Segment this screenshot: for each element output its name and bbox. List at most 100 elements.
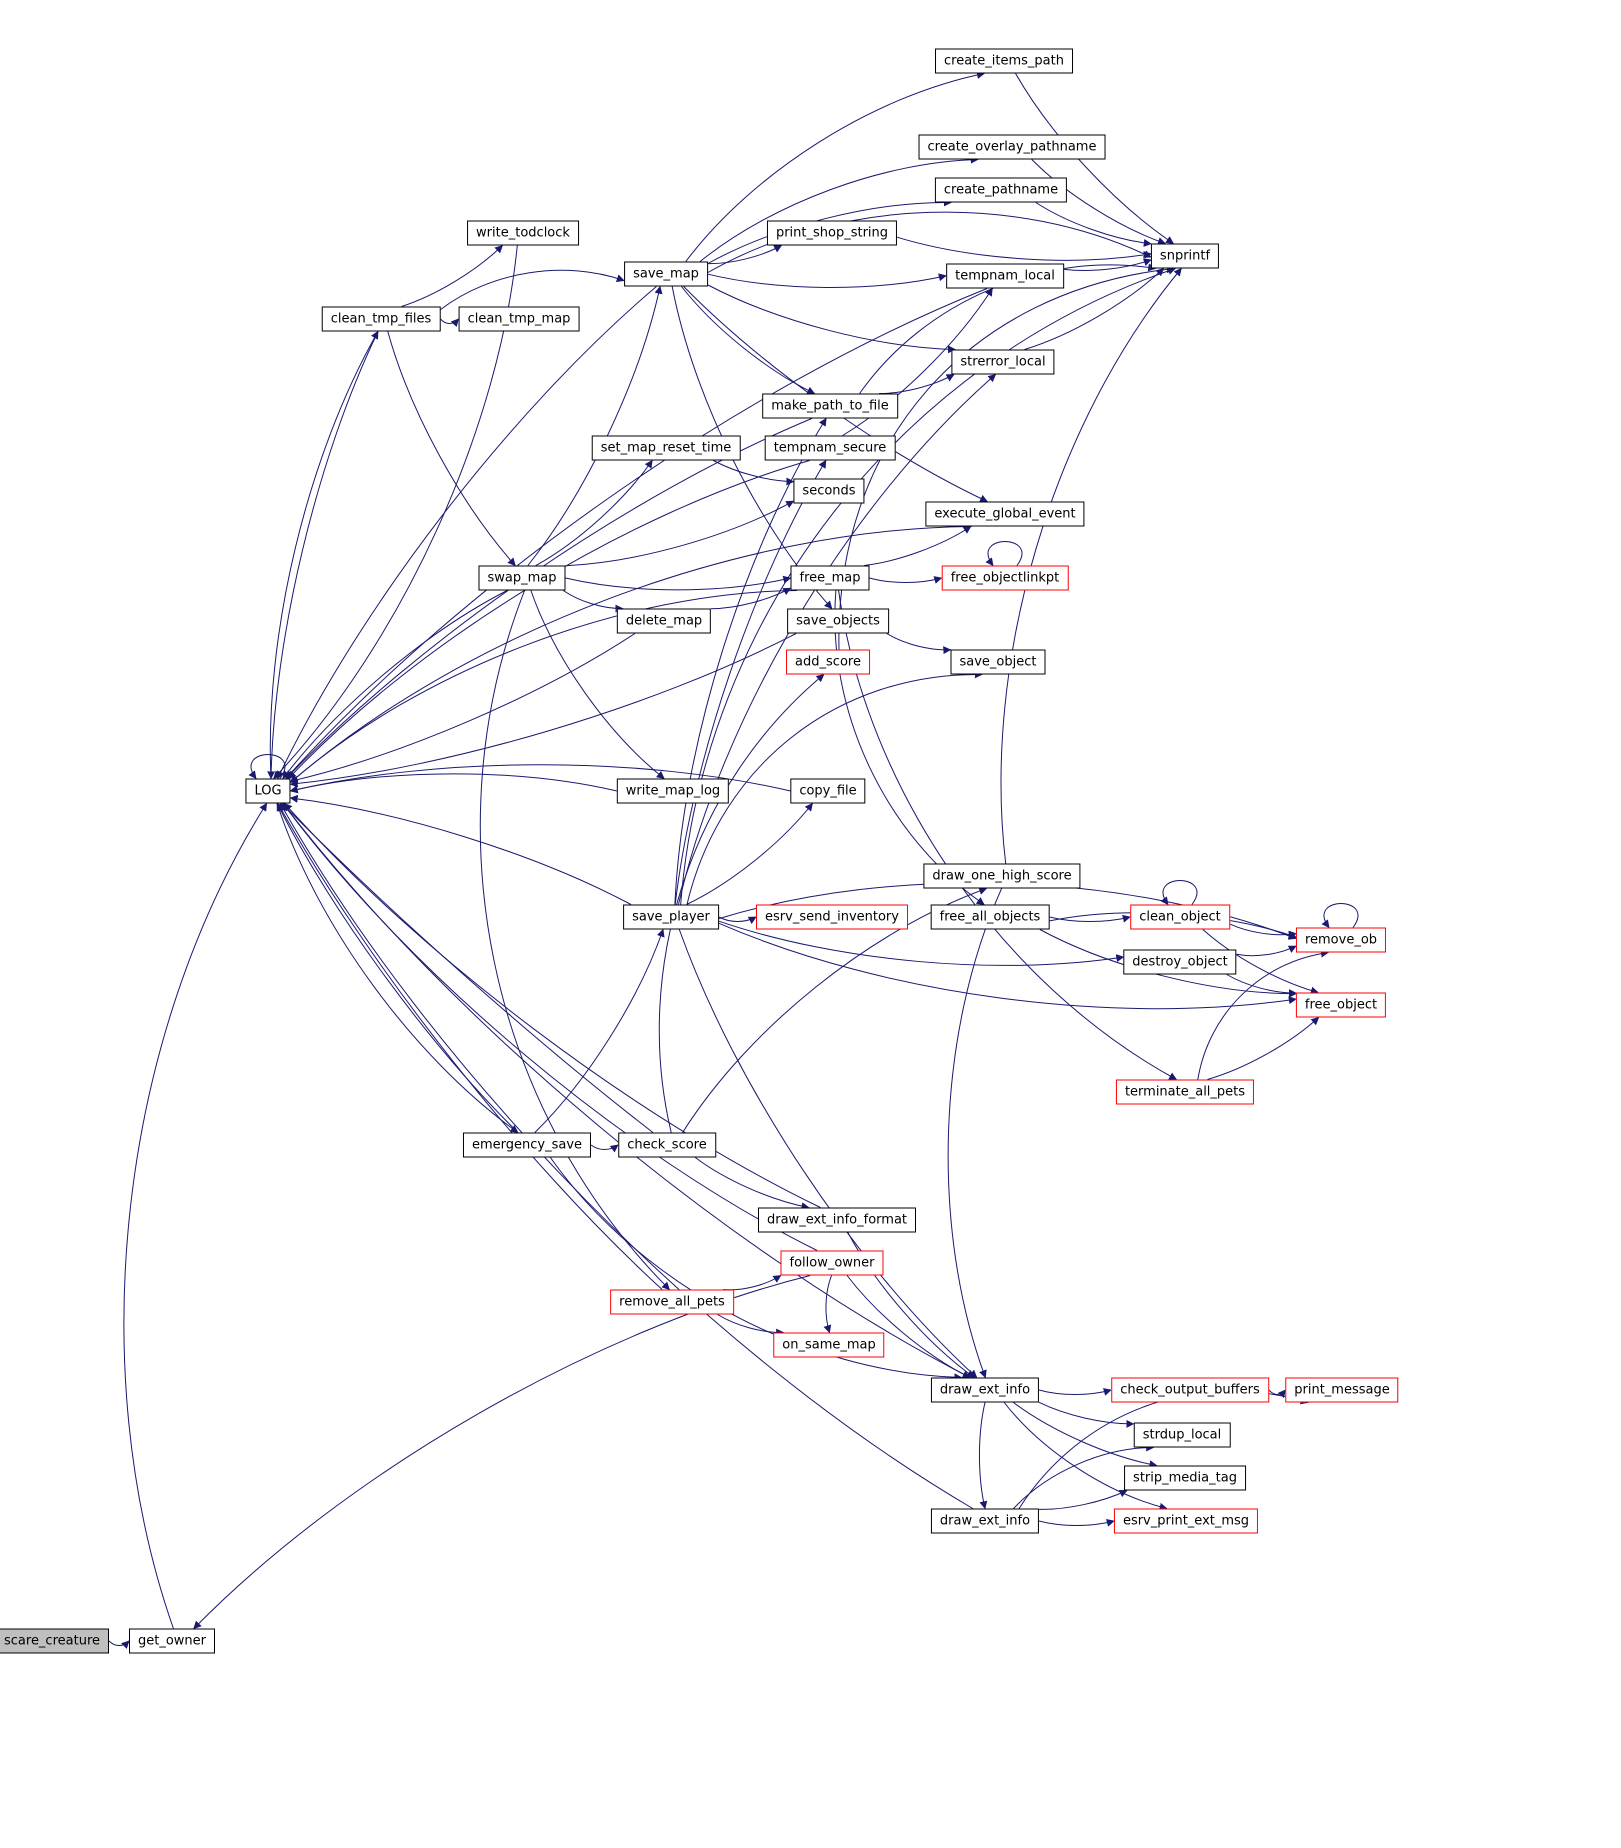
edge-swap_map-to-write_map_log xyxy=(530,590,665,779)
node-write_todclock[interactable]: write_todclock xyxy=(467,220,579,246)
edge-emergency_save-to-save_player xyxy=(534,928,665,1133)
edge-save_player-to-save_object xyxy=(686,670,983,905)
edge-clean_tmp_files-to-swap_map xyxy=(387,331,516,567)
edge-clean_tmp_files-to-save_map xyxy=(440,269,625,310)
edge-execute_global_event-to-LOG xyxy=(289,526,972,784)
edge-draw_ext_info_2-to-strip_media_tag xyxy=(1038,1489,1128,1510)
node-free_object[interactable]: free_object xyxy=(1295,992,1387,1018)
node-on_same_map[interactable]: on_same_map xyxy=(773,1332,885,1358)
edge-create_overlay_pathname-to-snprintf xyxy=(1031,159,1166,245)
node-save_objects[interactable]: save_objects xyxy=(787,608,889,634)
node-esrv_print_ext_msg[interactable]: esrv_print_ext_msg xyxy=(1113,1508,1259,1534)
edge-free_objectlinkpt-to-free_objectlinkpt xyxy=(985,541,1023,567)
edge-terminate_all_pets-to-remove_ob xyxy=(1197,949,1329,1080)
edge-draw_ext_info-to-strdup_local xyxy=(1038,1401,1135,1428)
node-execute_global_event[interactable]: execute_global_event xyxy=(925,501,1085,527)
node-destroy_object[interactable]: destroy_object xyxy=(1123,949,1237,975)
node-follow_owner[interactable]: follow_owner xyxy=(780,1250,884,1276)
node-create_pathname[interactable]: create_pathname xyxy=(934,177,1068,203)
node-remove_ob[interactable]: remove_ob xyxy=(1295,927,1387,953)
node-draw_one_high_score[interactable]: draw_one_high_score xyxy=(923,863,1081,889)
node-write_map_log[interactable]: write_map_log xyxy=(616,778,730,804)
node-LOG[interactable]: LOG xyxy=(245,778,291,804)
node-clean_object[interactable]: clean_object xyxy=(1130,904,1230,930)
edge-clean_object-to-remove_ob xyxy=(1229,923,1297,939)
node-check_score[interactable]: check_score xyxy=(618,1132,716,1158)
edge-save_map-to-strerror_local xyxy=(707,284,956,354)
edge-clean_object-to-free_object xyxy=(1202,929,1319,995)
node-add_score[interactable]: add_score xyxy=(786,649,870,675)
edge-clean_tmp_files-to-LOG xyxy=(267,331,379,780)
edge-LOG-to-emergency_save xyxy=(276,803,519,1133)
edge-save_player-to-copy_file xyxy=(686,802,813,905)
edge-write_map_log-to-LOG xyxy=(289,773,618,794)
edge-draw_ext_info-to-draw_ext_info_2 xyxy=(978,1402,988,1510)
edge-strerror_local-to-snprintf xyxy=(1024,267,1165,350)
node-print_message[interactable]: print_message xyxy=(1285,1377,1399,1403)
node-set_map_reset_time[interactable]: set_map_reset_time xyxy=(591,435,741,461)
edge-swap_map-to-delete_map xyxy=(563,590,624,613)
node-terminate_all_pets[interactable]: terminate_all_pets xyxy=(1115,1079,1255,1105)
edge-save_player-to-destroy_object xyxy=(718,920,1125,966)
node-create_overlay_pathname[interactable]: create_overlay_pathname xyxy=(918,134,1106,160)
edge-draw_ext_info-to-esrv_print_ext_msg xyxy=(1003,1402,1168,1511)
edge-remove_all_pets-to-LOG xyxy=(277,802,663,1290)
edge-draw_ext_info_format-to-LOG xyxy=(284,802,821,1208)
node-create_items_path[interactable]: create_items_path xyxy=(935,48,1073,74)
node-emergency_save[interactable]: emergency_save xyxy=(462,1132,592,1158)
node-delete_map[interactable]: delete_map xyxy=(616,608,712,634)
node-remove_all_pets[interactable]: remove_all_pets xyxy=(610,1289,734,1315)
edge-save_map-to-tempnam_local xyxy=(707,273,947,288)
edge-draw_one_high_score-to-snprintf xyxy=(1000,267,1182,864)
node-print_shop_string[interactable]: print_shop_string xyxy=(766,220,898,246)
edge-swap_map-to-LOG xyxy=(282,590,508,780)
node-tempnam_secure[interactable]: tempnam_secure xyxy=(764,435,896,461)
edge-follow_owner-to-on_same_map xyxy=(823,1275,832,1334)
edge-save_player-to-free_object xyxy=(718,922,1297,1010)
edge-emergency_save-to-LOG xyxy=(276,802,519,1133)
edge-swap_map-to-seconds xyxy=(565,500,795,567)
node-tempnam_local[interactable]: tempnam_local xyxy=(946,263,1064,289)
edge-draw_ext_info-to-LOG xyxy=(282,802,971,1378)
node-save_object[interactable]: save_object xyxy=(950,649,1046,675)
node-check_output_buffers[interactable]: check_output_buffers xyxy=(1111,1377,1269,1403)
node-strip_media_tag[interactable]: strip_media_tag xyxy=(1124,1465,1246,1491)
edge-create_items_path-to-snprintf xyxy=(1015,73,1175,244)
edge-free_all_objects-to-free_object xyxy=(1039,929,1297,998)
node-strerror_local[interactable]: strerror_local xyxy=(951,349,1055,375)
edge-remove_ob-to-remove_ob xyxy=(1321,903,1359,929)
node-swap_map[interactable]: swap_map xyxy=(478,565,566,591)
node-save_player[interactable]: save_player xyxy=(623,904,719,930)
node-draw_ext_info_2[interactable]: draw_ext_info xyxy=(930,1508,1040,1534)
node-draw_ext_info[interactable]: draw_ext_info xyxy=(930,1377,1040,1403)
node-copy_file[interactable]: copy_file xyxy=(790,778,866,804)
node-clean_tmp_map[interactable]: clean_tmp_map xyxy=(458,306,580,332)
edge-clean_object-to-clean_object xyxy=(1160,880,1198,906)
edge-save_map-to-LOG xyxy=(277,286,657,780)
node-seconds[interactable]: seconds xyxy=(793,478,865,504)
node-scare_creature[interactable]: scare_creature xyxy=(0,1628,110,1654)
node-snprintf[interactable]: snprintf xyxy=(1150,243,1220,269)
node-free_map[interactable]: free_map xyxy=(790,565,870,591)
node-save_map[interactable]: save_map xyxy=(624,261,708,287)
edge-tempnam_local-to-snprintf xyxy=(1063,258,1152,271)
node-get_owner[interactable]: get_owner xyxy=(128,1628,216,1654)
node-make_path_to_file[interactable]: make_path_to_file xyxy=(762,393,898,419)
edge-swap_map-to-remove_all_pets xyxy=(479,590,670,1291)
edge-LOG-to-clean_tmp_files xyxy=(269,330,379,779)
node-esrv_send_inventory[interactable]: esrv_send_inventory xyxy=(756,904,908,930)
node-clean_tmp_files[interactable]: clean_tmp_files xyxy=(321,306,441,332)
edge-save_map-to-create_items_path xyxy=(685,71,985,262)
edge-remove_all_pets-to-on_same_map xyxy=(717,1314,785,1337)
edge-draw_ext_info_2-to-esrv_print_ext_msg xyxy=(1038,1518,1115,1527)
edge-save_map-to-print_shop_string xyxy=(707,245,783,265)
edge-emergency_save-to-check_score xyxy=(590,1144,619,1153)
edge-set_map_reset_time-to-seconds xyxy=(713,460,795,486)
node-strdup_local[interactable]: strdup_local xyxy=(1133,1422,1231,1448)
edge-swap_map-to-save_map xyxy=(527,285,663,566)
node-draw_ext_info_format[interactable]: draw_ext_info_format xyxy=(757,1207,917,1233)
edge-save_map-to-snprintf xyxy=(707,211,1152,273)
node-free_objectlinkpt[interactable]: free_objectlinkpt xyxy=(941,565,1069,591)
node-free_all_objects[interactable]: free_all_objects xyxy=(930,904,1050,930)
edge-scare_creature-to-get_owner xyxy=(108,1640,130,1649)
